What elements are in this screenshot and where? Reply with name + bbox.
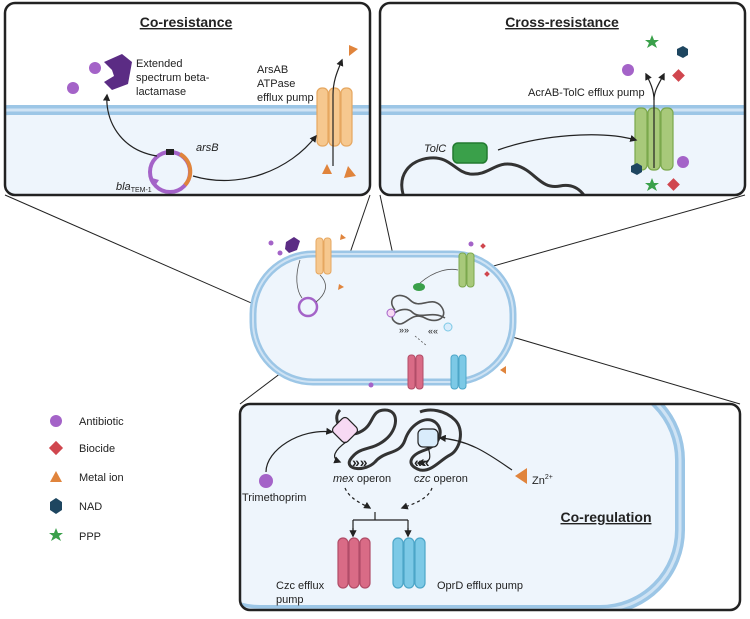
mex-operon-label: mex operon bbox=[333, 473, 391, 485]
mini-chromosome bbox=[390, 294, 446, 325]
ppp-molecule bbox=[645, 35, 659, 48]
svg-text:Biocide: Biocide bbox=[79, 443, 115, 455]
zinc-ion bbox=[515, 468, 527, 484]
svg-text:NAD: NAD bbox=[79, 501, 102, 513]
chromosome bbox=[400, 156, 592, 195]
hexagon-icon bbox=[50, 498, 62, 514]
legend: Antibiotic Biocide Metal ion NAD PPP bbox=[48, 415, 124, 543]
czc-pump-label: Czc efflux pump bbox=[276, 580, 327, 606]
czc-regulator bbox=[417, 428, 439, 448]
metal-ion bbox=[349, 45, 358, 56]
co-resistance-title: Co-resistance bbox=[140, 14, 233, 30]
mini-plasmid bbox=[297, 296, 319, 318]
mini-czc-pump bbox=[407, 354, 424, 390]
co-regulation-panel: »» «« mex operon czc operon Trimethoprim… bbox=[238, 402, 742, 612]
beta-lactamase-enzyme bbox=[104, 54, 132, 90]
legend-item-ppp: PPP bbox=[49, 528, 101, 543]
metal-ion bbox=[344, 166, 356, 178]
ppp-molecule bbox=[645, 178, 659, 191]
svg-text:»»: »» bbox=[399, 325, 409, 335]
legend-item-nad: NAD bbox=[50, 498, 102, 514]
antibiotic-molecule bbox=[622, 64, 634, 76]
beta-lactamase-label: Extended spectrum beta- lactamase bbox=[136, 58, 212, 98]
svg-text:Metal ion: Metal ion bbox=[79, 472, 124, 484]
ars-efflux-pump bbox=[316, 87, 353, 147]
mex-regulator bbox=[331, 416, 359, 444]
czc-operon-label: czc operon bbox=[414, 473, 468, 485]
oprd-efflux-pump bbox=[392, 537, 426, 589]
cross-resistance-panel: Cross-resistance AcrAB-TolC efflux pump … bbox=[378, 1, 747, 197]
arsB-gene-label: arsB bbox=[196, 142, 219, 154]
mini-acr-pump bbox=[458, 252, 475, 288]
ars-pump-label: ArsAB ATPase efflux pump bbox=[257, 64, 314, 104]
co-resistance-panel: Co-resistance Extended spectrum beta- la… bbox=[3, 1, 372, 197]
triangle-icon bbox=[50, 471, 62, 482]
mini-beta-lactamase bbox=[285, 237, 300, 253]
svg-text:PPP: PPP bbox=[79, 531, 101, 543]
antibiotic-molecule bbox=[89, 62, 101, 74]
trimethoprim-label: Trimethoprim bbox=[242, 492, 306, 504]
co-regulation-title: Co-regulation bbox=[561, 509, 652, 525]
metal-ion bbox=[322, 164, 332, 174]
cross-resistance-title: Cross-resistance bbox=[505, 14, 619, 30]
star-icon bbox=[49, 528, 63, 541]
mini-ars-pump bbox=[315, 237, 332, 275]
plasmid bbox=[148, 149, 193, 194]
oprd-pump-label: OprD efflux pump bbox=[437, 580, 523, 592]
nad-molecule bbox=[631, 163, 642, 175]
legend-item-antibiotic: Antibiotic bbox=[50, 415, 124, 428]
acr-pump-label: AcrAB-TolC efflux pump bbox=[528, 87, 645, 99]
tolc-gene bbox=[452, 142, 488, 164]
antibiotic-molecule bbox=[677, 156, 689, 168]
diamond-icon bbox=[48, 440, 64, 456]
circle-icon bbox=[50, 415, 62, 427]
bla-gene-label: blaTEM-1 bbox=[116, 181, 152, 194]
tolc-gene-label: TolC bbox=[424, 143, 446, 155]
svg-text:Antibiotic: Antibiotic bbox=[79, 416, 124, 428]
legend-item-metal-ion: Metal ion bbox=[50, 471, 124, 484]
antibiotic-molecule bbox=[259, 474, 273, 488]
mini-oprd-pump bbox=[450, 354, 467, 390]
svg-text:««: «« bbox=[428, 326, 438, 336]
mex-operon-arrows: »» bbox=[352, 454, 368, 470]
zinc-label: Zn2+ bbox=[532, 474, 553, 487]
legend-item-biocide: Biocide bbox=[48, 440, 115, 456]
chromosome bbox=[335, 408, 462, 472]
center-cell: »» «« bbox=[249, 234, 517, 390]
antibiotic-molecule bbox=[67, 82, 79, 94]
czc-efflux-pump bbox=[337, 537, 371, 589]
nad-molecule bbox=[677, 46, 688, 58]
